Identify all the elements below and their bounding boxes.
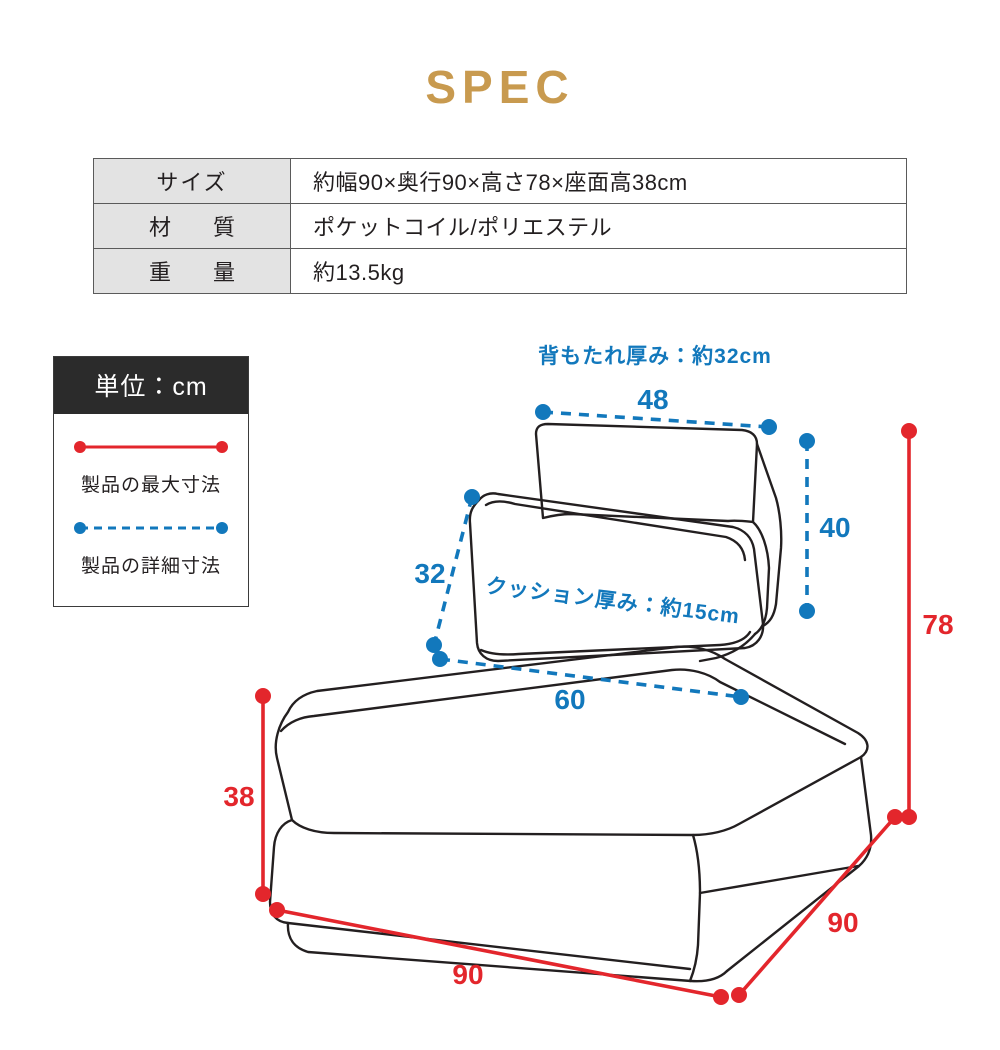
dimension-cushion-width [432,651,749,705]
legend-panel: 単位：cm 製品の最大寸法 製品の詳細寸法 [53,356,249,607]
seat-base-front-bottom [286,921,729,983]
legend-unit-header: 単位：cm [54,357,248,414]
dimension-label-cushion-depth: 32 [414,558,445,589]
legend-body: 製品の最大寸法 製品の詳細寸法 [54,414,248,606]
dimension-label-cushion-width: 60 [554,684,585,715]
table-row: 材 質 ポケットコイル/ポリエステル [93,203,907,249]
legend-label-detail-dimension: 製品の詳細寸法 [80,556,221,577]
dimension-label-width: 90 [452,959,483,990]
table-row: 重 量 約13.5kg [93,248,907,294]
spec-value-size: 約幅90×奥行90×高さ78×座面高38cm [290,158,907,204]
spec-label-size: サイズ [93,158,291,204]
legend-label-max-dimension: 製品の最大寸法 [80,475,221,496]
dimension-label-depth: 90 [827,907,858,938]
cushion-thickness-note: クッション厚み：約15cm [484,574,741,629]
backrest-shape [534,422,759,524]
seat-base-left-face [268,818,692,971]
spec-label-material: 材 質 [93,203,291,249]
seat-base-top-surface [274,645,869,837]
spec-value-material: ポケットコイル/ポリエステル [290,203,907,249]
seat-base-right-face [725,755,873,973]
dimension-depth [731,809,903,1003]
dashed-line-sample-icon [74,522,228,534]
pillow-seam-bottom [479,630,752,656]
spec-value-weight: 約13.5kg [290,248,907,294]
backrest-side-fold [755,442,783,628]
legend-item-max-dimension [54,430,248,458]
solid-line-sample-icon [74,441,228,453]
page-title: SPEC [425,61,575,113]
max-dimension-lines [255,423,917,1005]
dimension-total-height [901,423,917,825]
spec-table: サイズ 約幅90×奥行90×高さ78×座面高38cm 材 質 ポケットコイル/ポ… [93,158,907,294]
dimension-seat-height [255,688,271,902]
seat-base-right-inner-line [698,864,860,895]
dimension-label-backrest-height: 40 [819,512,850,543]
dimension-label-backrest-width: 48 [637,384,668,415]
dimension-backrest-height [799,433,815,619]
table-row: サイズ 約幅90×奥行90×高さ78×座面高38cm [93,158,907,204]
spec-label-weight: 重 量 [93,248,291,294]
dimension-label-seat-height: 38 [223,781,254,812]
backrest-base-edge [698,632,757,663]
dimension-width [269,902,729,1005]
dimension-label-total-height: 78 [922,609,953,640]
backrest-thickness-note: 背もたれ厚み：約32cm [538,344,772,368]
detail-dimension-lines [426,404,815,705]
seat-base-front-right-corner [688,833,702,983]
legend-item-detail-dimension [54,511,248,539]
pillow-seam-top [484,500,747,562]
backrest-side-inner-edge [751,520,771,636]
